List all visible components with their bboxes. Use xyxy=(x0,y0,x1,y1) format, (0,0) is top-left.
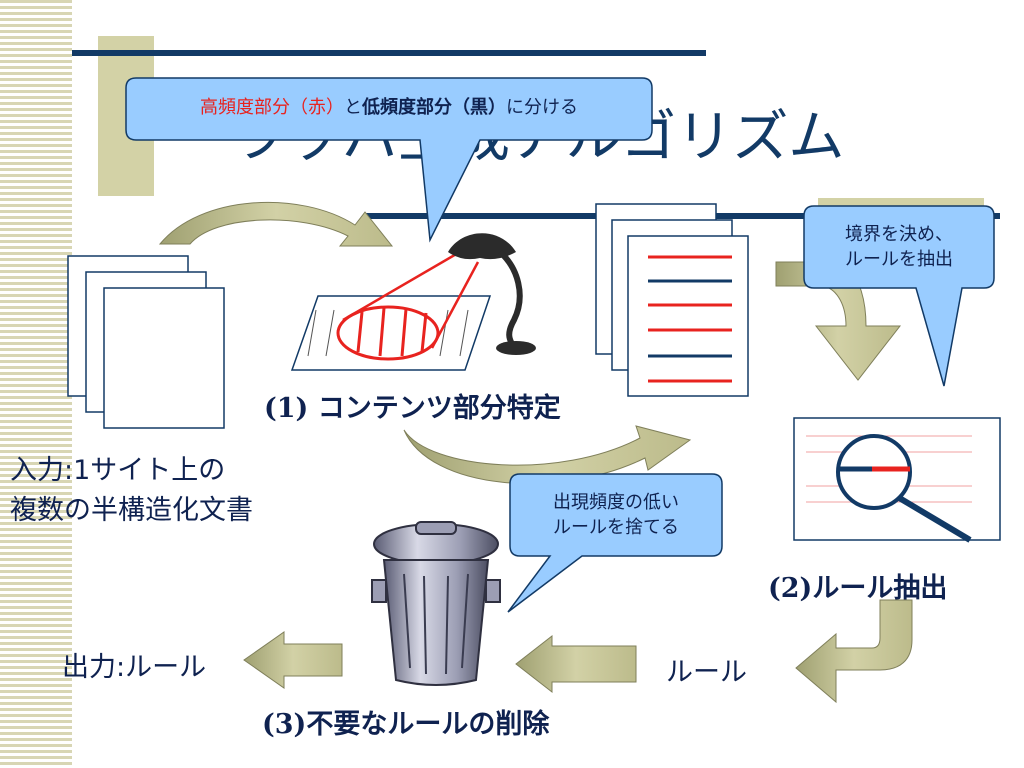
callout-low-frequency-label: 低頻度部分（黒） xyxy=(362,97,506,118)
callout-boundary-shape xyxy=(803,205,995,387)
callout-discard-text: 出現頻度の低い ルールを捨てる xyxy=(510,490,722,540)
trash-can-icon xyxy=(371,521,501,686)
arrow-rule-to-trash xyxy=(515,634,637,694)
separated-document-stack xyxy=(595,203,749,397)
arrow-input-to-step1 xyxy=(158,201,394,247)
callout-discard-line1: 出現頻度の低い xyxy=(553,492,679,513)
callout-top-shape xyxy=(125,77,653,243)
step2-label: (2)ルール抽出 xyxy=(768,573,948,604)
rule-label: ルール xyxy=(666,657,747,688)
input-document-stack xyxy=(67,255,225,429)
step3-label: (3)不要なルールの削除 xyxy=(262,709,550,740)
callout-top-text: 高頻度部分（赤）と低頻度部分（黒）に分ける xyxy=(126,95,652,120)
callout-high-frequency-label: 高頻度部分（赤） xyxy=(200,97,344,118)
callout-boundary-text: 境界を決め、 ルールを抽出 xyxy=(804,222,994,272)
arrow-step1-to-documents xyxy=(403,425,692,485)
magnifier-icon xyxy=(836,434,912,510)
callout-boundary-line2: ルールを抽出 xyxy=(845,249,953,270)
top-rule xyxy=(72,50,706,56)
callout-discard-shape xyxy=(507,473,723,613)
lamp-icon xyxy=(448,233,536,355)
arrow-step2-to-rule xyxy=(795,599,913,704)
input-label-line2: 複数の半構造化文書 xyxy=(10,495,253,526)
step1-label: (1) コンテンツ部分特定 xyxy=(264,393,561,424)
callout-split-label: に分ける xyxy=(506,97,578,118)
arrow-trash-to-output xyxy=(243,631,343,689)
callout-boundary-line1: 境界を決め、 xyxy=(845,224,953,245)
input-label-line1: 入力:1サイト上の xyxy=(10,455,226,486)
highlighted-document xyxy=(290,251,492,371)
callout-discard-line2: ルールを捨てる xyxy=(553,517,679,538)
magnifier-document xyxy=(793,417,1001,543)
callout-and-label: と xyxy=(344,97,362,118)
left-stripe-decoration xyxy=(0,0,72,768)
output-label: 出力:ルール xyxy=(62,652,207,683)
